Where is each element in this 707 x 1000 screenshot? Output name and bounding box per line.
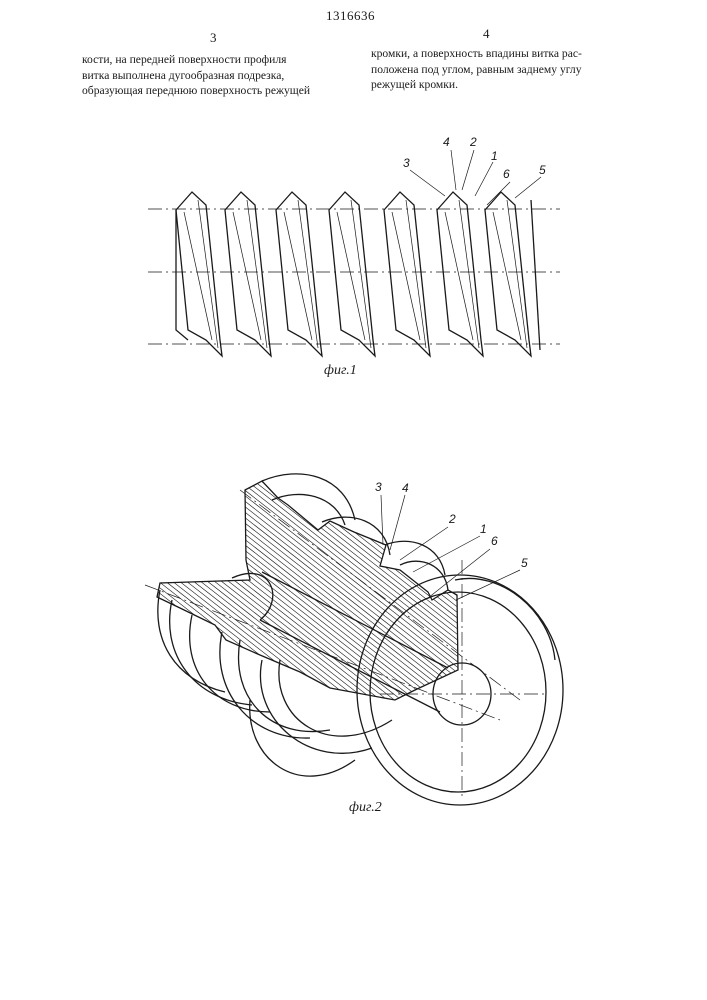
fig2-hatch-line (443, 470, 707, 720)
fig2-label-5: 5 (521, 556, 528, 570)
fig2-hatch-line (408, 470, 707, 720)
fig2-hatch-line (611, 470, 707, 720)
fig2-hatch-line (0, 470, 133, 720)
fig2-hatch-line (646, 470, 707, 720)
fig2-hatch-line (0, 470, 308, 720)
fig2-label-6: 6 (491, 534, 498, 548)
fig2-hatch-line (0, 470, 98, 720)
fig2-hatch-line (436, 470, 707, 720)
fig2-hatch-line (0, 470, 245, 720)
fig2-hatch-line (0, 470, 301, 720)
fig1-thread-tooth (225, 192, 271, 356)
fig2-hatch-line (569, 470, 707, 720)
fig2-hatch-line (0, 470, 280, 720)
fig2-hatch-line (548, 470, 707, 720)
fig2-hatch-line (0, 470, 189, 720)
fig2-hatch-line (0, 470, 105, 720)
fig2-hatch-line (0, 470, 112, 720)
fig2-hatch-line (534, 470, 707, 720)
fig2-hatch-line (499, 470, 707, 720)
fig1-label-5: 5 (539, 163, 546, 177)
fig1-thread-edge (493, 212, 521, 340)
fig1-thread-tooth (437, 192, 483, 356)
fig2-hatch-line (0, 470, 147, 720)
fig2-hatch-line (562, 470, 707, 720)
fig2-hatch-line (0, 470, 217, 720)
fig2-hatch-line (0, 470, 266, 720)
fig2-hatch-line (492, 470, 707, 720)
fig2-label-2: 2 (448, 512, 456, 526)
fig1-thread-edge (337, 212, 365, 340)
fig2-hatch-line (590, 470, 707, 720)
fig2-hatch-line (0, 470, 119, 720)
fig1-thread-edge (445, 212, 473, 340)
fig1-thread-edge (284, 212, 312, 340)
fig1-thread-edge (392, 212, 420, 340)
fig2-hatch-line (0, 470, 77, 720)
fig2-hatch-line (0, 470, 238, 720)
fig2-hatch-line (0, 470, 154, 720)
fig2-hatch-line (471, 470, 707, 720)
fig1-thread-tooth (176, 192, 222, 356)
fig1-thread-body (176, 192, 540, 356)
fig2-hatch-line (604, 470, 707, 720)
fig1-label-2: 2 (469, 135, 477, 149)
fig2-hatch-line (597, 470, 707, 720)
fig1-thread-tooth (384, 192, 430, 356)
fig1-label-3: 3 (403, 156, 410, 170)
fig2-hatch-line (0, 470, 175, 720)
fig2-hatch-line (422, 470, 707, 720)
fig2-hatch-line (0, 470, 294, 720)
fig2-hatch-line (415, 470, 707, 720)
fig2-hatch-line (506, 470, 707, 720)
fig2-hatch-line (0, 470, 196, 720)
fig2-hatch-line (478, 470, 707, 720)
fig2-hatch-line (0, 470, 84, 720)
fig2-hatch-line (0, 470, 126, 720)
fig1-label-6: 6 (503, 167, 510, 181)
fig1-label-1: 1 (491, 149, 498, 163)
fig1-thread-tooth (276, 192, 322, 356)
figure-2-caption: фиг.2 (349, 800, 382, 816)
fig2-hatch-line (464, 470, 707, 720)
fig1-thread-tooth (329, 192, 375, 356)
fig2-hatch-line (625, 470, 707, 720)
fig2-hatch-line (429, 470, 707, 720)
fig2-hatch-line (0, 470, 210, 720)
fig2-hatch-line (618, 470, 707, 720)
fig2-hatch-line (0, 470, 91, 720)
fig2-label-1: 1 (480, 522, 487, 536)
fig2-hatch-line (527, 470, 707, 720)
figure-1-caption: фиг.1 (324, 363, 357, 379)
fig2-hatch-line (0, 470, 70, 720)
fig2-hatch-line (541, 470, 707, 720)
fig2-hatch-line (457, 470, 707, 720)
fig2-hatch-line (513, 470, 707, 720)
figure-2-drawing: 3 4 2 1 6 5 (0, 470, 707, 805)
fig1-thread-tooth (485, 192, 531, 356)
fig2-hatch-line (0, 470, 182, 720)
fig2-hatch-line (0, 470, 168, 720)
fig2-hatch-line (0, 470, 287, 720)
fig2-hatch-line (0, 470, 161, 720)
fig1-thread-edge (184, 212, 212, 340)
fig2-hatch-line (555, 470, 707, 720)
fig1-label-4: 4 (443, 135, 450, 149)
fig2-hatch-line (520, 470, 707, 720)
fig2-hatch-line (0, 470, 252, 720)
fig2-label-4: 4 (402, 481, 409, 495)
fig2-hatch-line (0, 470, 140, 720)
fig2-hatch-line (639, 470, 707, 720)
fig2-hatch-line (576, 470, 707, 720)
fig1-thread-edge (233, 212, 261, 340)
fig2-label-3: 3 (375, 480, 382, 494)
fig2-hatch-line (583, 470, 707, 720)
fig2-hatch-line (401, 470, 707, 720)
fig2-hatch-line (632, 470, 707, 720)
fig2-hatch-line (0, 470, 203, 720)
fig1-end-face (531, 200, 540, 350)
fig2-hatch-line (0, 470, 259, 720)
